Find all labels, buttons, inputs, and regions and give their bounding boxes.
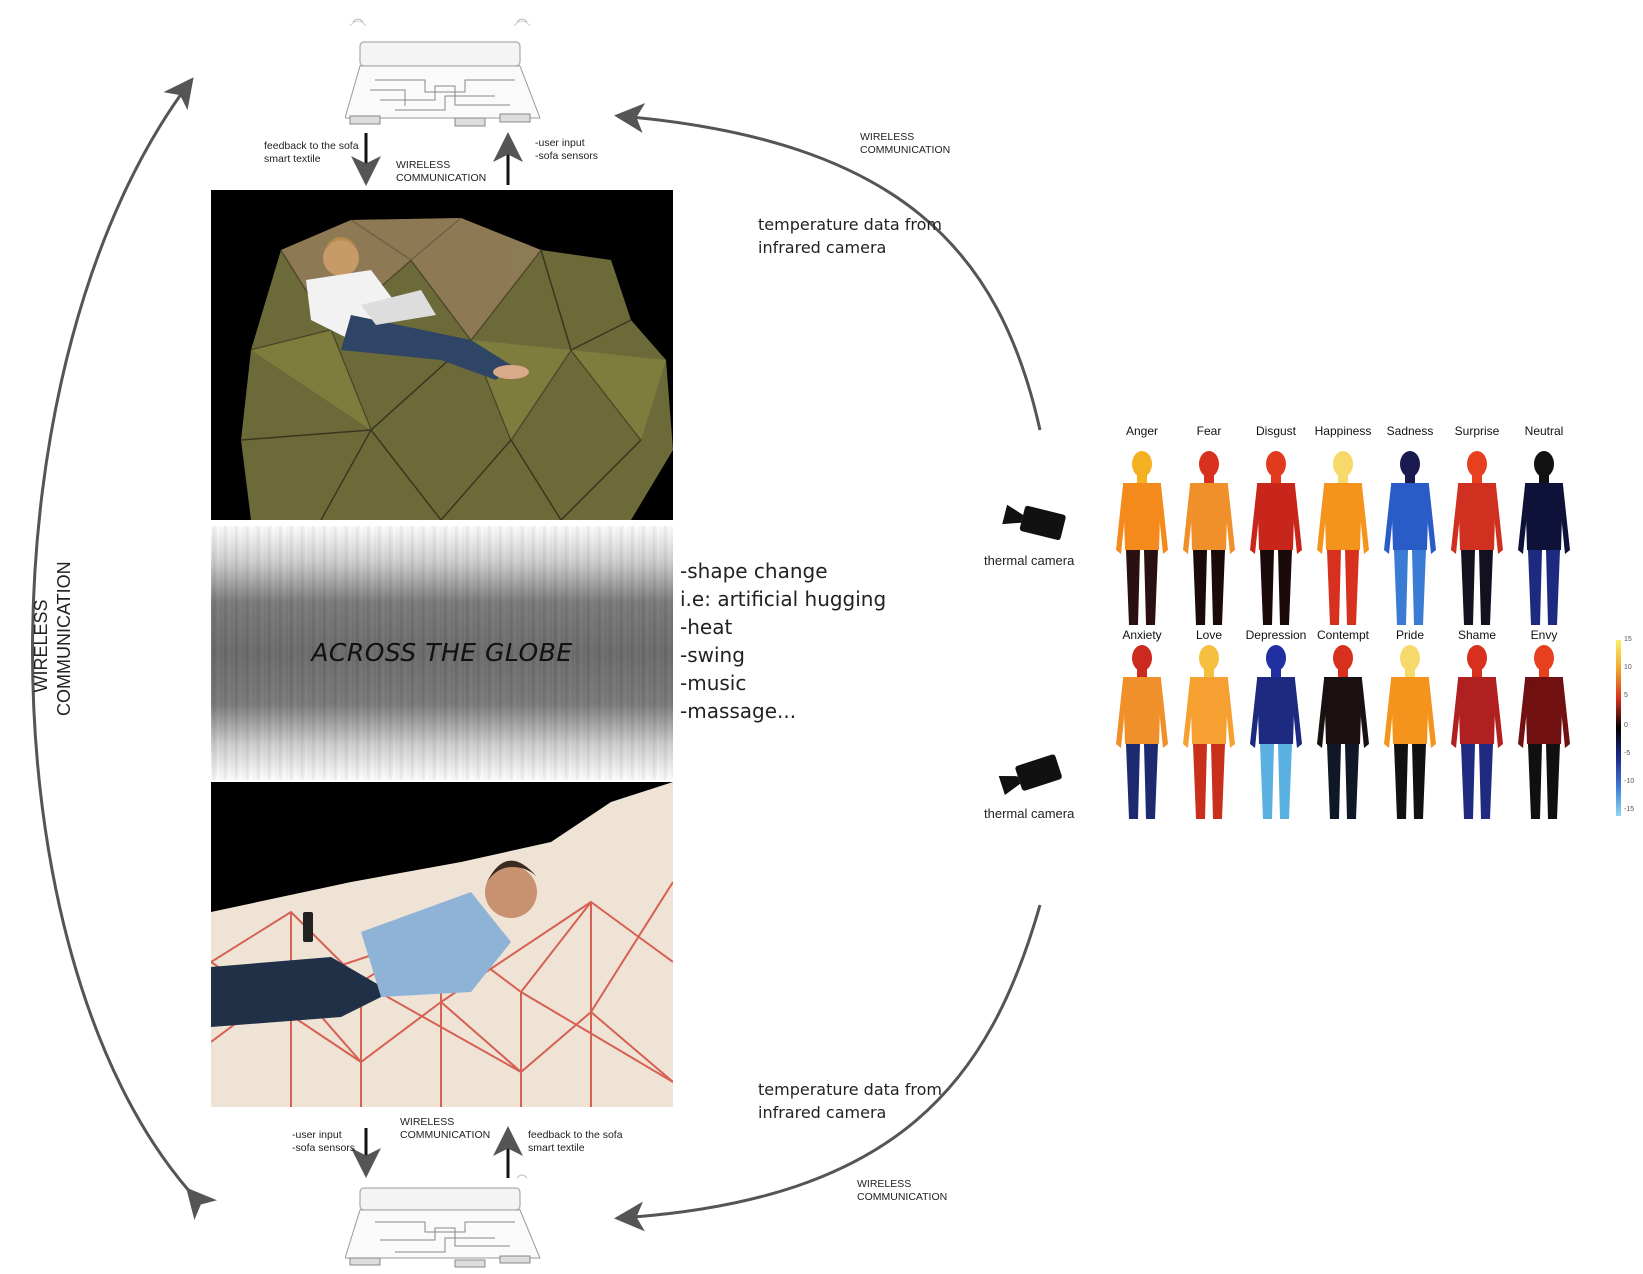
envy-body-map	[1518, 645, 1570, 819]
contempt-body-map	[1317, 645, 1369, 819]
olive-sofa-illustration	[211, 190, 673, 520]
across-the-globe-band: ACROSS THE GLOBE	[211, 526, 673, 780]
thermal-camera-label-1: thermal camera	[984, 553, 1075, 568]
body-emotion-map: Anger Fear Disgust Happiness Sadness Surprise…	[1108, 424, 1578, 820]
fabric-sofa-illustration	[211, 782, 673, 1107]
fear-body-map	[1183, 451, 1235, 625]
bottom-hub-device-icon	[345, 1174, 541, 1268]
shame-body-map	[1451, 645, 1503, 819]
emotion-label: Disgust	[1255, 424, 1296, 438]
action-item: -music	[680, 671, 747, 695]
top-sofa-photo	[211, 190, 673, 520]
action-item: -massage...	[680, 699, 797, 723]
emotion-label: Fear	[1196, 424, 1222, 438]
top-input-label: -user input-sofa sensors	[535, 137, 599, 162]
emotion-label: Neutral	[1524, 424, 1564, 438]
body-heatmaps	[1116, 451, 1570, 819]
thermal-camera-icon	[998, 754, 1062, 796]
depression-body-map	[1250, 645, 1302, 819]
emotion-label: Surprise	[1454, 424, 1500, 438]
left-arc-arrow	[31, 77, 218, 1220]
heat-scale-bar	[1616, 640, 1621, 816]
neutral-body-map	[1518, 451, 1570, 625]
emotion-label: Contempt	[1316, 628, 1370, 642]
bottom-sofa-photo	[211, 782, 673, 1107]
emotion-label: Anxiety	[1122, 628, 1162, 642]
anger-body-map	[1116, 451, 1168, 625]
emotion-label: Love	[1195, 628, 1223, 642]
top-arc-arrow	[614, 103, 1042, 431]
action-item: i.e: artificial hugging	[680, 587, 887, 611]
emotion-label: Pride	[1395, 628, 1424, 642]
top-hub-device-icon	[345, 18, 541, 127]
disgust-body-map	[1250, 451, 1302, 625]
thermal-camera-label-2: thermal camera	[984, 806, 1075, 821]
happiness-body-map	[1317, 451, 1369, 625]
actions-list: -shape change i.e: artificial hugging -h…	[680, 557, 886, 725]
emotion-label: Happiness	[1314, 424, 1372, 438]
emotion-label: Envy	[1530, 628, 1558, 642]
action-item: -heat	[680, 615, 733, 639]
love-body-map	[1183, 645, 1235, 819]
action-item: -shape change	[680, 559, 828, 583]
anxiety-body-map	[1116, 645, 1168, 819]
globe-title: ACROSS THE GLOBE	[311, 638, 573, 667]
sadness-body-map	[1384, 451, 1436, 625]
bottom-arc-arrow	[614, 904, 1042, 1232]
emotion-label: Anger	[1125, 424, 1159, 438]
emotion-label: Depression	[1245, 628, 1307, 642]
pride-body-map	[1384, 645, 1436, 819]
surprise-body-map	[1451, 451, 1503, 625]
thermal-camera-icon	[1002, 504, 1066, 540]
bottom-input-label: -user input-sofa sensors	[292, 1129, 356, 1154]
emotion-label: Sadness	[1386, 424, 1434, 438]
action-item: -swing	[680, 643, 745, 667]
emotion-label: Shame	[1457, 628, 1497, 642]
